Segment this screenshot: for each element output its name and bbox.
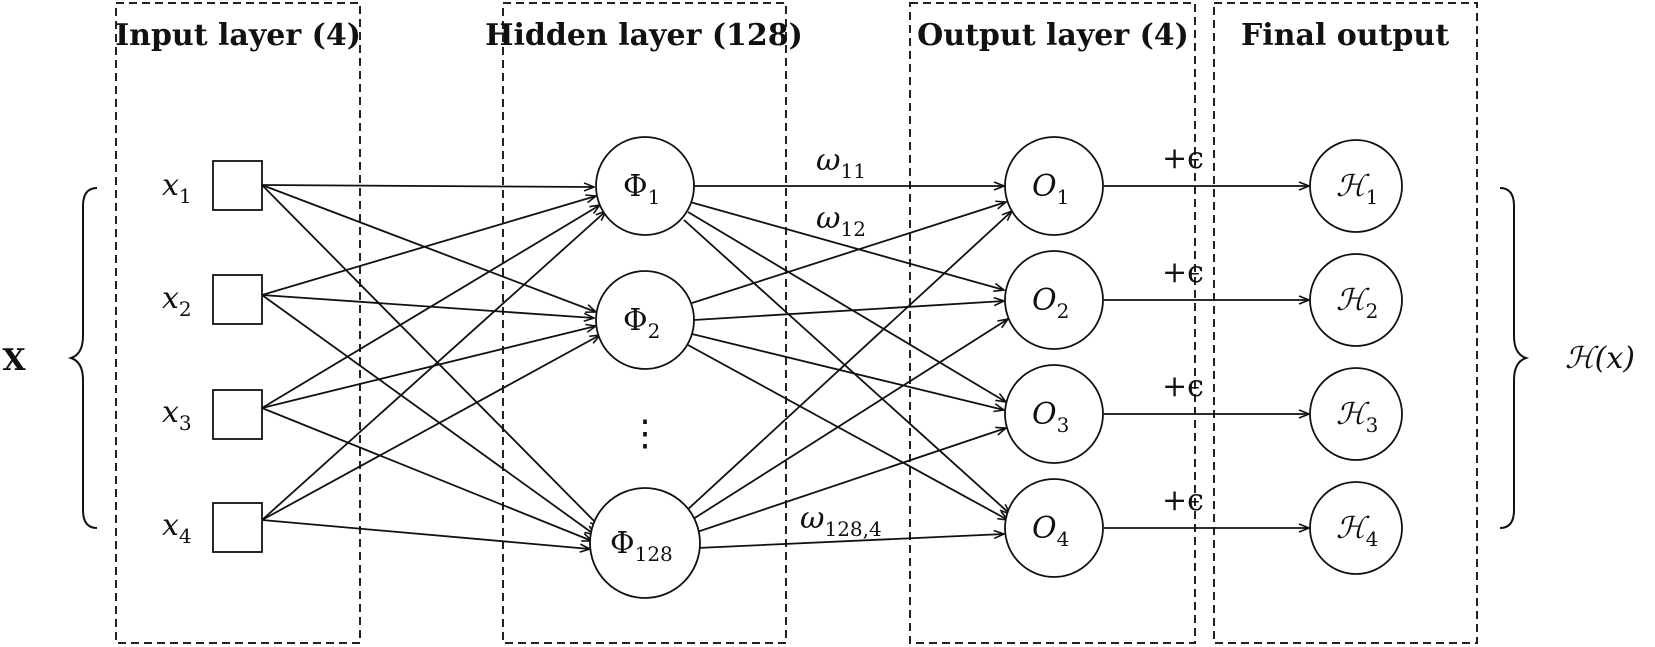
input-layer-frame — [115, 2, 361, 644]
edge-phi128-o3 — [693, 428, 1006, 534]
weight-label-w128-4: ω128,4 — [800, 501, 882, 541]
edge-phi128-o2 — [689, 319, 1008, 522]
hidden-node-phi1 — [595, 136, 695, 236]
edge-x4-phi128 — [261, 519, 590, 549]
hidden-layer-title: Hidden layer (128) — [485, 18, 803, 53]
edge-phi128-o1 — [685, 211, 1012, 512]
output-layer-frame — [909, 2, 1196, 644]
epsilon-label-1: +ϵ — [1162, 141, 1204, 176]
input-label-x3: x3 — [162, 395, 192, 435]
output-node-o3 — [1004, 364, 1104, 464]
edge-x1-phi128 — [261, 184, 600, 527]
epsilon-labels: +ϵ +ϵ +ϵ +ϵ — [1162, 141, 1204, 518]
hidden-label-phi1: Φ1 — [623, 169, 660, 209]
edge-x3-phi2 — [261, 326, 596, 409]
edge-phi2-o4 — [687, 344, 1008, 520]
weight-label-w11: ω11 — [816, 143, 866, 183]
edge-phi128-o4 — [696, 534, 1004, 549]
input-label-x4: x4 — [162, 508, 192, 548]
edge-phi1-o4 — [683, 219, 1010, 514]
input-vector-label: X — [2, 343, 26, 378]
edge-x2-phi1 — [261, 196, 596, 296]
weight-label-w12: ω12 — [816, 201, 866, 241]
hidden-node-phi128 — [589, 487, 701, 599]
edges-hidden-output — [683, 186, 1012, 549]
output-layer-title: Output layer (4) — [917, 18, 1189, 53]
edges-output-final — [1104, 186, 1309, 528]
edge-phi2-o1 — [691, 202, 1006, 304]
edge-phi2-o3 — [691, 333, 1004, 410]
hidden-layer-frame — [502, 2, 787, 644]
hidden-ellipsis: ⋮ — [627, 413, 663, 454]
output-brace — [1499, 187, 1530, 529]
edge-x4-phi2 — [261, 335, 600, 521]
epsilon-label-3: +ϵ — [1162, 369, 1204, 404]
input-brace — [67, 187, 98, 529]
input-node-x1 — [212, 160, 263, 211]
output-node-o2 — [1004, 250, 1104, 350]
edge-phi2-o2 — [693, 301, 1004, 321]
final-label-h1: ℋ1 — [1336, 169, 1378, 209]
final-nodes: ℋ1 ℋ2 ℋ3 ℋ4 — [1309, 139, 1403, 575]
input-node-x2 — [212, 274, 263, 325]
input-label-x1: x1 — [162, 168, 192, 208]
output-node-o1 — [1004, 136, 1104, 236]
hidden-node-phi2 — [595, 270, 695, 370]
final-node-h2 — [1309, 253, 1403, 347]
hidden-label-phi128: Φ128 — [610, 526, 673, 566]
final-node-h1 — [1309, 139, 1403, 233]
input-node-x3 — [212, 389, 263, 440]
epsilon-label-2: +ϵ — [1162, 255, 1204, 290]
input-layer-title: Input layer (4) — [115, 18, 361, 53]
output-label-o3: O3 — [1032, 397, 1069, 437]
hidden-label-phi2: Φ2 — [623, 303, 660, 343]
edge-x2-phi128 — [261, 294, 595, 535]
output-node-o4 — [1004, 478, 1104, 578]
final-label-h4: ℋ4 — [1336, 511, 1378, 551]
final-output-frame — [1213, 2, 1478, 644]
final-node-h4 — [1309, 481, 1403, 575]
edge-x3-phi1 — [261, 205, 600, 409]
edge-x3-phi128 — [261, 407, 592, 542]
output-label-o1: O1 — [1032, 169, 1069, 209]
input-node-x4 — [212, 502, 263, 553]
epsilon-label-4: +ϵ — [1162, 483, 1204, 518]
edge-x4-phi1 — [261, 211, 606, 521]
input-nodes: x1 x2 x3 x4 — [162, 160, 263, 553]
edges-input-hidden — [261, 184, 606, 549]
edge-phi1-o3 — [687, 211, 1006, 402]
edge-x2-phi2 — [261, 294, 594, 318]
output-vector-label: ℋ(x) — [1565, 341, 1635, 376]
input-label-x2: x2 — [162, 281, 192, 321]
final-label-h3: ℋ3 — [1336, 397, 1378, 437]
output-label-o2: O2 — [1032, 283, 1069, 323]
hidden-nodes: Φ1 Φ2 Φ128 ⋮ — [589, 136, 701, 599]
edge-x1-phi2 — [261, 184, 596, 312]
edge-x1-phi1 — [261, 185, 594, 187]
final-output-title: Final output — [1241, 18, 1449, 53]
weight-labels: ω11 ω12 ω128,4 — [800, 143, 882, 541]
output-nodes: O1 O2 O3 O4 — [1004, 136, 1104, 578]
final-label-h2: ℋ2 — [1336, 283, 1378, 323]
final-node-h3 — [1309, 367, 1403, 461]
output-label-o4: O4 — [1032, 511, 1069, 551]
edge-phi1-o2 — [689, 201, 1004, 290]
